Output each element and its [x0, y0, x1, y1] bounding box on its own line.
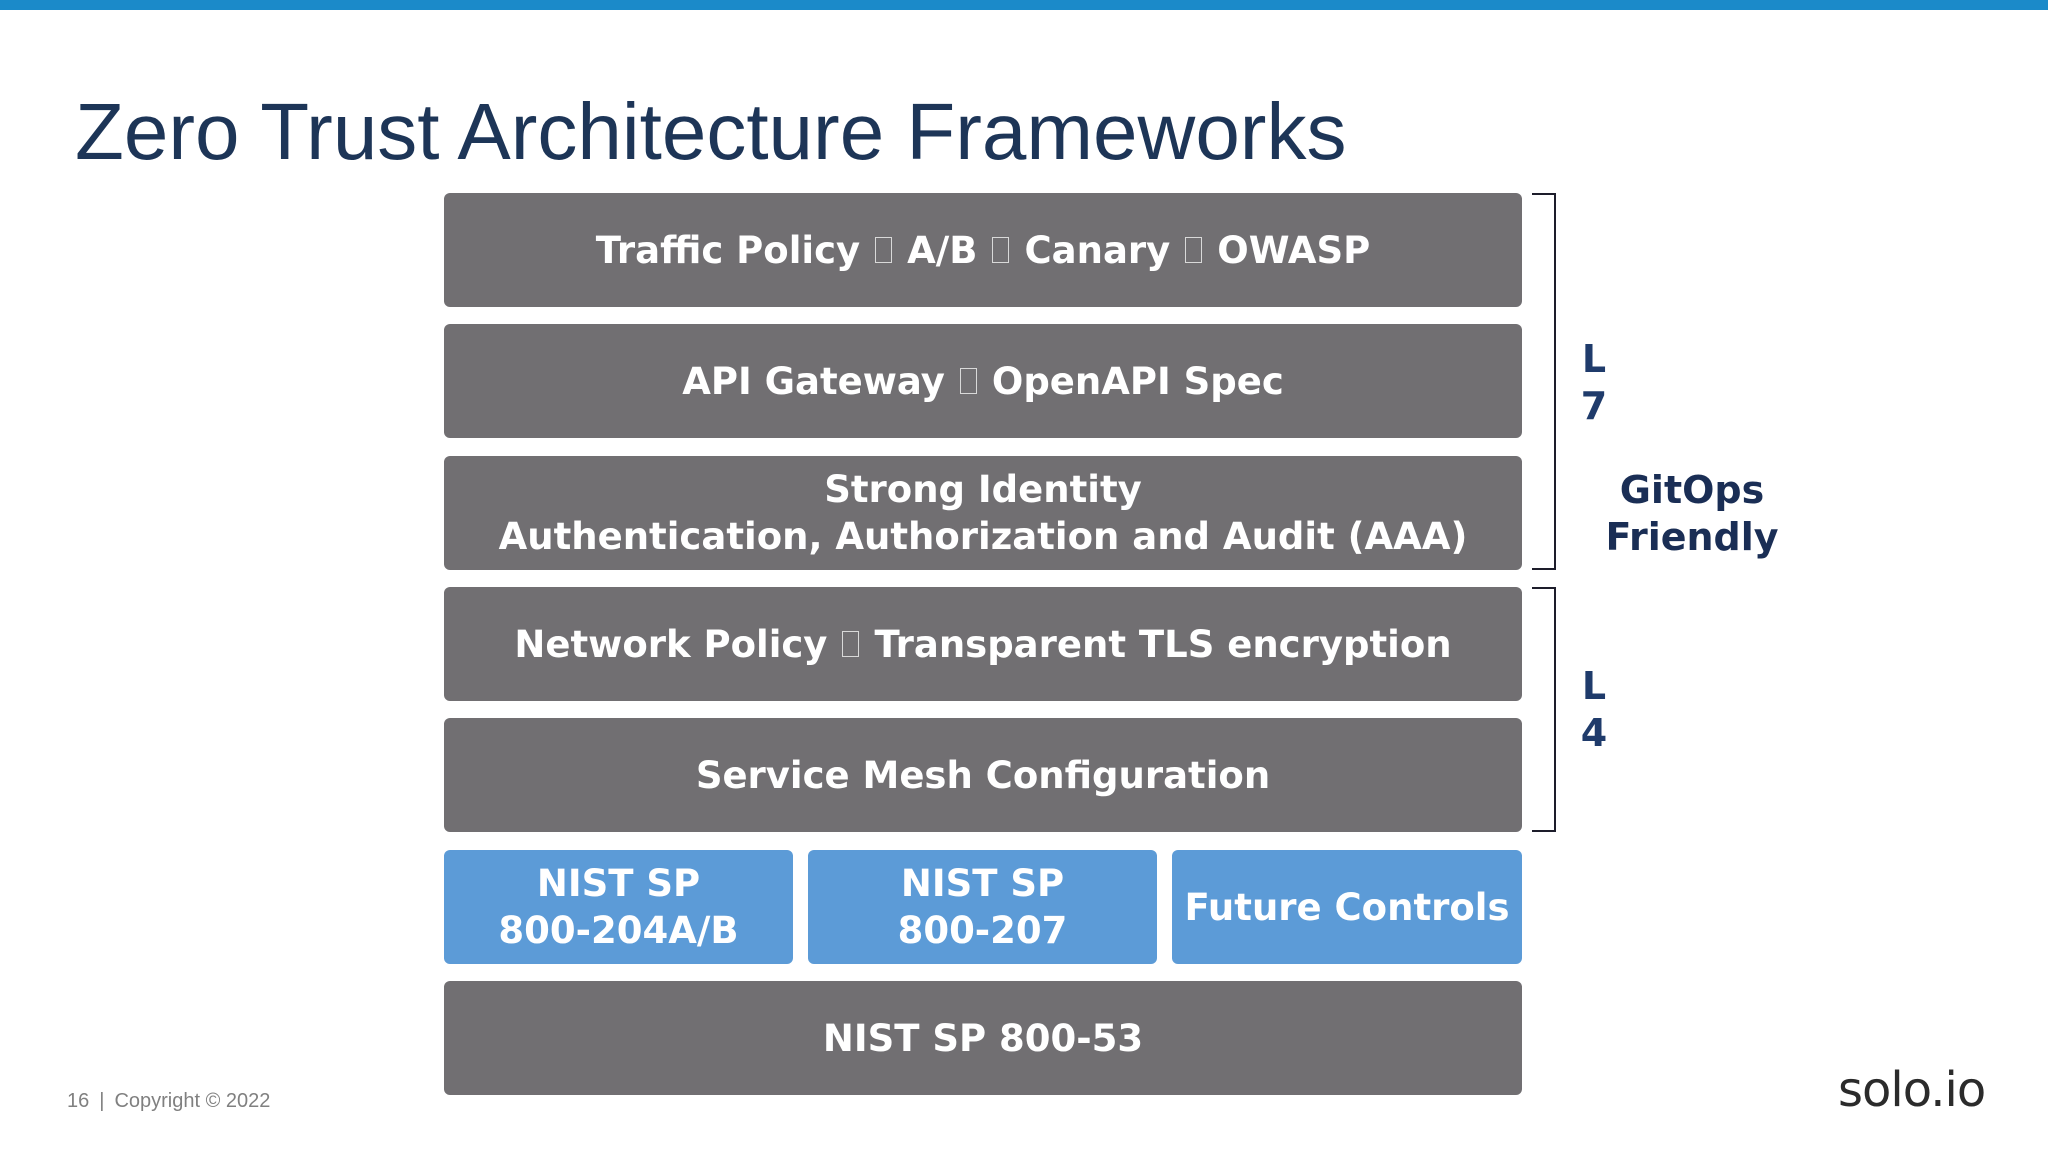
api-gateway-label: API Gateway: [682, 359, 945, 403]
nist-800-53-block: NIST SP 800-53: [444, 981, 1522, 1095]
nist-800-204-block: NIST SP 800-204A/B: [444, 850, 793, 964]
nist-204-line1: NIST SP: [536, 862, 701, 905]
tls-encryption-label: Transparent TLS encryption: [874, 622, 1452, 666]
gitops-friendly-label: GitOps Friendly: [1582, 467, 1802, 561]
network-policy-label: Network Policy: [514, 622, 828, 666]
strong-identity-block: Strong Identity Authentication, Authoriz…: [444, 456, 1522, 570]
separator-box-icon: [842, 631, 860, 657]
l4-label-4: 4: [1580, 711, 1608, 755]
l4-bracket: [1532, 587, 1556, 832]
separator-box-icon: [992, 237, 1010, 263]
footer-separator: |: [99, 1090, 105, 1112]
slide-footer: 16 | Copyright © 2022: [67, 1090, 270, 1113]
l4-label-l: L: [1581, 664, 1607, 708]
l7-label-l: L: [1581, 337, 1607, 381]
nist-207-line1: NIST SP: [900, 862, 1065, 905]
l7-bracket: [1532, 193, 1556, 570]
canary-label: Canary: [1024, 228, 1171, 272]
friendly-line: Friendly: [1605, 515, 1779, 559]
slide-title: Zero Trust Architecture Frameworks: [75, 87, 1347, 176]
traffic-policy-block: Traffic Policy A/B Canary OWASP: [444, 193, 1522, 307]
separator-box-icon: [959, 368, 977, 394]
page-number: 16: [67, 1090, 90, 1112]
network-policy-block: Network Policy Transparent TLS encryptio…: [444, 587, 1522, 701]
api-gateway-block: API Gateway OpenAPI Spec: [444, 324, 1522, 438]
gitops-line: GitOps: [1619, 468, 1765, 512]
traffic-policy-label: Traffic Policy: [595, 228, 861, 272]
separator-box-icon: [1185, 237, 1203, 263]
service-mesh-label: Service Mesh Configuration: [695, 753, 1271, 797]
l7-label-7: 7: [1580, 384, 1608, 428]
aaa-label: Authentication, Authorization and Audit …: [498, 515, 1468, 558]
nist-53-label: NIST SP 800-53: [822, 1016, 1144, 1060]
ab-label: A/B: [907, 228, 978, 272]
openapi-spec-label: OpenAPI Spec: [991, 359, 1284, 403]
separator-box-icon: [875, 237, 893, 263]
solo-io-logo: solo.io: [1838, 1062, 1986, 1118]
strong-identity-label: Strong Identity: [824, 468, 1142, 511]
nist-207-line2: 800-207: [897, 909, 1068, 952]
owasp-label: OWASP: [1217, 228, 1371, 272]
top-accent-bar: [0, 0, 2048, 10]
copyright-text: Copyright © 2022: [114, 1090, 271, 1112]
nist-204-line2: 800-204A/B: [498, 909, 739, 952]
service-mesh-block: Service Mesh Configuration: [444, 718, 1522, 832]
future-controls-label: Future Controls: [1184, 885, 1510, 929]
future-controls-block: Future Controls: [1172, 850, 1522, 964]
nist-800-207-block: NIST SP 800-207: [808, 850, 1157, 964]
